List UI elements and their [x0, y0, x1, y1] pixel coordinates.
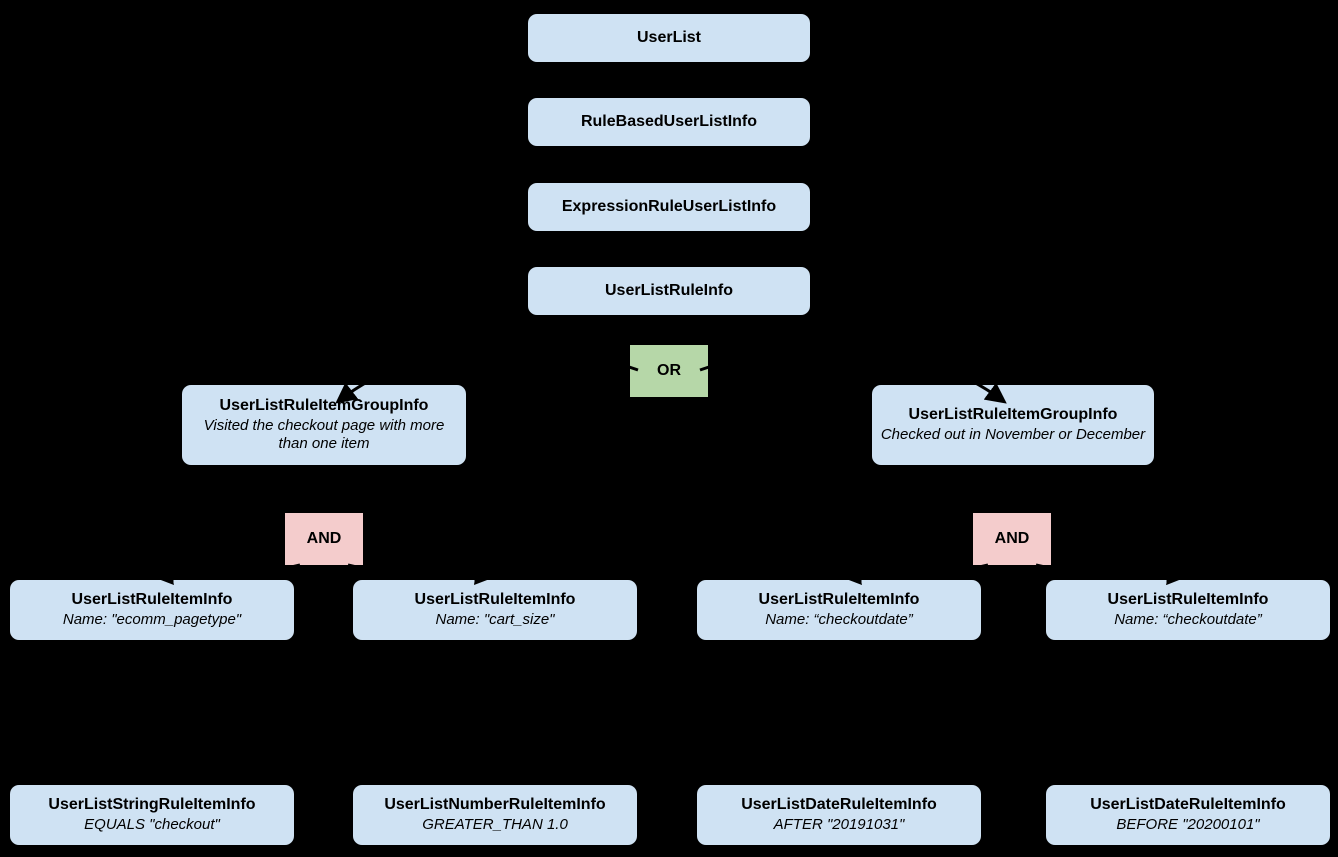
operator-or: OR — [630, 345, 708, 397]
node-ruleitem-cart-size-subtitle: Name: "cart_size" — [435, 611, 555, 629]
node-stringruleiteminfo-title: UserListStringRuleItemInfo — [48, 796, 256, 814]
node-group-left: UserListRuleItemGroupInfo Visited the ch… — [182, 385, 466, 465]
node-group-left-title: UserListRuleItemGroupInfo — [219, 396, 429, 414]
node-ruleitem-checkoutdate-after-subtitle: Name: “checkoutdate” — [765, 611, 913, 629]
node-dateruleiteminfo-before: UserListDateRuleItemInfo BEFORE "2020010… — [1046, 785, 1330, 845]
node-group-right: UserListRuleItemGroupInfo Checked out in… — [872, 385, 1154, 465]
node-rulebaseduserlistinfo: RuleBasedUserListInfo — [528, 98, 810, 146]
operator-and-right: AND — [973, 513, 1051, 565]
node-dateruleiteminfo-before-subtitle: BEFORE "20200101" — [1116, 816, 1260, 834]
node-dateruleiteminfo-before-title: UserListDateRuleItemInfo — [1090, 796, 1286, 814]
node-group-right-title: UserListRuleItemGroupInfo — [908, 406, 1118, 424]
node-userlist-label: UserList — [636, 28, 702, 46]
node-ruleitem-checkoutdate-before: UserListRuleItemInfo Name: “checkoutdate… — [1046, 580, 1330, 640]
operator-or-label: OR — [657, 362, 681, 379]
node-ruleitem-checkoutdate-after-title: UserListRuleItemInfo — [758, 591, 920, 609]
operator-and-left-label: AND — [306, 530, 342, 547]
node-dateruleiteminfo-after-subtitle: AFTER "20191031" — [773, 816, 905, 834]
node-ruleitem-checkoutdate-after: UserListRuleItemInfo Name: “checkoutdate… — [697, 580, 981, 640]
node-userlist: UserList — [528, 14, 810, 62]
node-ruleitem-cart-size-title: UserListRuleItemInfo — [414, 591, 576, 609]
node-numberruleiteminfo-title: UserListNumberRuleItemInfo — [384, 796, 606, 814]
node-rulebaseduserlistinfo-label: RuleBasedUserListInfo — [580, 112, 758, 130]
node-stringruleiteminfo-subtitle: EQUALS "checkout" — [84, 816, 220, 834]
node-ruleitem-checkoutdate-before-subtitle: Name: “checkoutdate” — [1114, 611, 1262, 629]
arrow-left-and-to-item1 — [152, 563, 301, 586]
node-ruleitem-ecomm-pagetype-subtitle: Name: "ecomm_pagetype" — [62, 611, 242, 629]
node-dateruleiteminfo-after-title: UserListDateRuleItemInfo — [741, 796, 937, 814]
node-ruleitem-cart-size: UserListRuleItemInfo Name: "cart_size" — [353, 580, 637, 640]
node-ruleitem-ecomm-pagetype: UserListRuleItemInfo Name: "ecomm_pagety… — [10, 580, 294, 640]
arrow-left-and-to-item2 — [347, 563, 496, 585]
node-expressionruleuserlistinfo: ExpressionRuleUserListInfo — [528, 183, 810, 231]
node-userlistruleinfo-label: UserListRuleInfo — [604, 281, 733, 299]
operator-and-right-label: AND — [994, 530, 1030, 547]
node-userlistruleinfo: UserListRuleInfo — [528, 267, 810, 315]
node-ruleitem-checkoutdate-before-title: UserListRuleItemInfo — [1107, 591, 1269, 609]
arrow-right-and-to-item4 — [1035, 563, 1188, 586]
operator-and-left: AND — [285, 513, 363, 565]
arrow-right-and-to-item3 — [840, 563, 989, 586]
node-numberruleiteminfo-subtitle: GREATER_THAN 1.0 — [422, 816, 568, 834]
node-stringruleiteminfo: UserListStringRuleItemInfo EQUALS "check… — [10, 785, 294, 845]
node-numberruleiteminfo: UserListNumberRuleItemInfo GREATER_THAN … — [353, 785, 637, 845]
node-dateruleiteminfo-after: UserListDateRuleItemInfo AFTER "20191031… — [697, 785, 981, 845]
node-expressionruleuserlistinfo-label: ExpressionRuleUserListInfo — [561, 197, 777, 215]
node-ruleitem-ecomm-pagetype-title: UserListRuleItemInfo — [71, 591, 233, 609]
node-group-right-subtitle: Checked out in November or December — [880, 426, 1146, 444]
node-group-left-subtitle: Visited the checkout page with more than… — [203, 416, 445, 453]
